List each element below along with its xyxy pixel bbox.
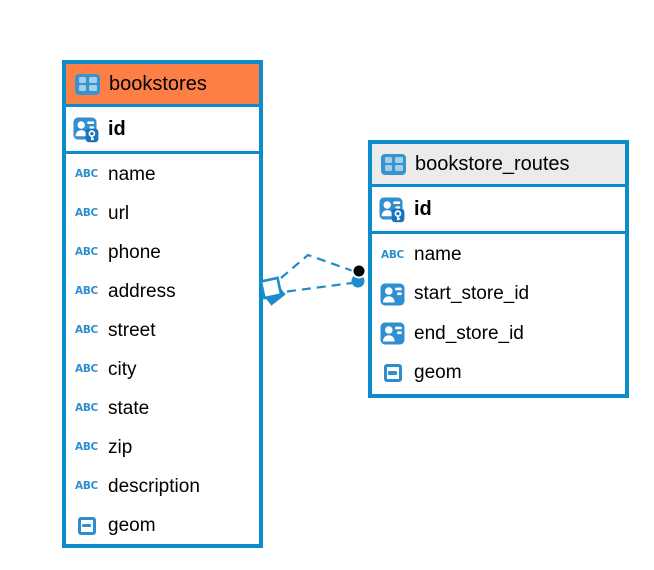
column-name: geom bbox=[414, 362, 462, 384]
relation-target-marker-primary[interactable] bbox=[351, 263, 367, 279]
key-columns-section: id bbox=[66, 107, 259, 154]
relation-line-upper[interactable] bbox=[280, 253, 354, 279]
entity-table-bookstore-routes[interactable]: bookstore_routes id ABC name start_store_i… bbox=[368, 140, 629, 398]
text-type-icon: ABC bbox=[75, 402, 98, 415]
column-name: street bbox=[108, 319, 156, 341]
column-name: description bbox=[108, 475, 200, 497]
text-type-icon: ABC bbox=[75, 246, 98, 259]
column-name: start_store_id bbox=[414, 283, 530, 305]
column-row[interactable]: start_store_id bbox=[379, 275, 618, 314]
column-row[interactable]: ABC address bbox=[73, 272, 252, 311]
column-name: address bbox=[108, 280, 176, 302]
column-name: name bbox=[414, 243, 462, 265]
geometry-type-icon bbox=[73, 516, 100, 535]
text-type-icon: ABC bbox=[381, 248, 404, 261]
text-type-icon: ABC bbox=[75, 480, 98, 493]
column-row[interactable]: ABC url bbox=[73, 194, 252, 233]
text-type-icon: ABC bbox=[75, 285, 98, 298]
text-type-icon: ABC bbox=[75, 441, 98, 454]
column-name: name bbox=[108, 163, 156, 185]
column-row[interactable]: ABC state bbox=[73, 389, 252, 428]
column-row[interactable]: geom bbox=[379, 354, 618, 393]
column-name: state bbox=[108, 397, 150, 419]
column-row[interactable]: ABC name bbox=[379, 235, 618, 274]
column-name: zip bbox=[108, 436, 133, 458]
column-name: id bbox=[414, 197, 432, 220]
table-title: bookstores bbox=[109, 72, 207, 95]
relation-line-lower[interactable] bbox=[286, 281, 353, 293]
key-column-row[interactable]: id bbox=[379, 190, 618, 229]
column-name: end_store_id bbox=[414, 322, 524, 344]
table-icon bbox=[381, 153, 406, 175]
primary-key-icon bbox=[73, 116, 100, 143]
relation-target-marker-secondary[interactable] bbox=[351, 274, 365, 288]
primary-key-icon bbox=[379, 196, 406, 223]
column-row[interactable]: ABC street bbox=[73, 311, 252, 350]
foreign-key-icon bbox=[379, 322, 406, 345]
column-name: id bbox=[108, 117, 126, 140]
key-column-row[interactable]: id bbox=[73, 110, 252, 149]
column-row[interactable]: ABC city bbox=[73, 350, 252, 389]
column-row[interactable]: geom bbox=[73, 506, 252, 545]
column-row[interactable]: ABC phone bbox=[73, 233, 252, 272]
column-row[interactable]: ABC description bbox=[73, 467, 252, 506]
geometry-type-icon bbox=[379, 364, 406, 383]
table-header[interactable]: bookstores bbox=[66, 64, 259, 107]
column-name: url bbox=[108, 202, 130, 224]
table-icon bbox=[75, 73, 100, 95]
text-type-icon: ABC bbox=[75, 168, 98, 181]
column-name: phone bbox=[108, 241, 161, 263]
text-type-icon: ABC bbox=[75, 207, 98, 220]
relation-source-diamond-marker[interactable] bbox=[259, 276, 286, 306]
foreign-key-icon bbox=[379, 283, 406, 306]
column-name: geom bbox=[108, 514, 156, 536]
column-row[interactable]: ABC zip bbox=[73, 428, 252, 467]
column-row[interactable]: ABC name bbox=[73, 155, 252, 194]
text-type-icon: ABC bbox=[75, 363, 98, 376]
table-title: bookstore_routes bbox=[415, 152, 570, 175]
text-type-icon: ABC bbox=[75, 324, 98, 337]
key-columns-section: id bbox=[372, 187, 625, 234]
table-header[interactable]: bookstore_routes bbox=[372, 144, 625, 187]
column-row[interactable]: end_store_id bbox=[379, 314, 618, 353]
column-name: city bbox=[108, 358, 137, 380]
